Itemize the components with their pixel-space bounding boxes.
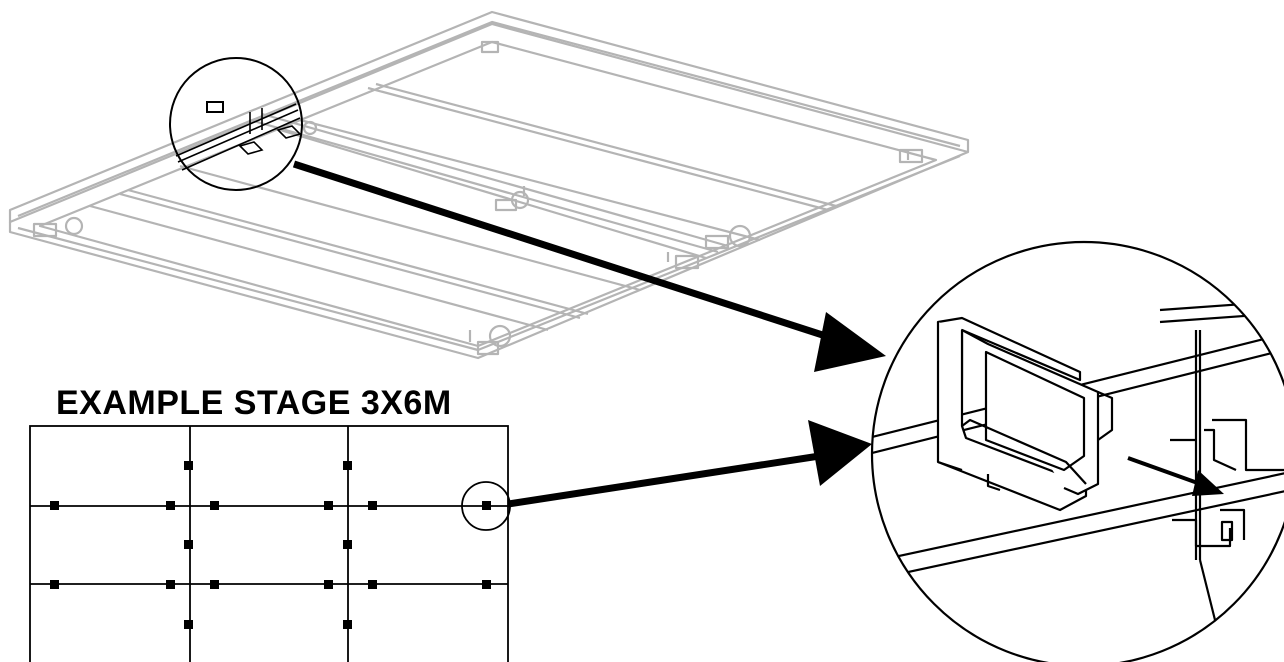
connector-marker [50, 580, 59, 589]
connector-marker [343, 540, 352, 549]
connector-marker [210, 501, 219, 510]
connector-marker [50, 501, 59, 510]
connector-marker [343, 461, 352, 470]
connector-marker [482, 501, 491, 510]
stage-plan-grid [29, 425, 511, 662]
plan-grid-connectors [50, 461, 491, 629]
stage-deck-isometric [8, 10, 970, 360]
connector-marker [368, 580, 377, 589]
connector-marker [184, 620, 193, 629]
connector-marker [210, 580, 219, 589]
connector-marker [166, 501, 175, 510]
connector-marker [482, 580, 491, 589]
connector-marker [184, 540, 193, 549]
connector-marker [184, 461, 193, 470]
connector-marker [324, 580, 333, 589]
connector-marker [343, 620, 352, 629]
arrow-to-detail-upper [292, 160, 886, 372]
magnifier-circle-small [169, 57, 303, 191]
connector-marker [368, 501, 377, 510]
diagram-title: EXAMPLE STAGE 3X6M [56, 384, 452, 422]
connector-clip-detail [870, 240, 1284, 662]
arrow-to-detail-lower [507, 420, 872, 508]
connector-marker [166, 580, 175, 589]
connector-marker [324, 501, 333, 510]
